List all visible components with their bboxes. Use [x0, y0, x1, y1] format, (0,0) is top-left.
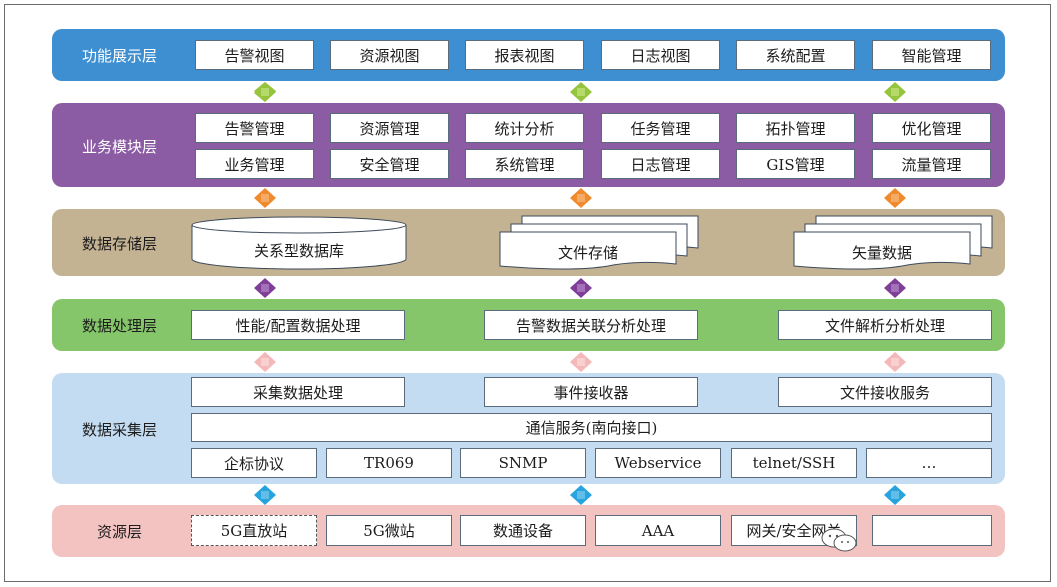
arrow-collection-resource-2 [570, 485, 592, 505]
storage-database-label: 关系型数据库 [253, 242, 344, 260]
display-item-alarm-view: 告警视图 [195, 40, 314, 70]
resource-item-gateway: 网关/安全网关 [731, 515, 857, 546]
arrow-storage-processing-1 [254, 278, 276, 298]
arrow-processing-collection-1 [254, 352, 276, 372]
resource-item-5g-repeater: 5G直放站 [191, 515, 317, 546]
protocol-telnet-ssh: telnet/SSH [731, 448, 857, 478]
resource-item-blank [872, 515, 992, 546]
layer-storage-label: 数据存储层 [81, 235, 157, 253]
arrow-collection-resource-3 [884, 485, 906, 505]
protocol-more: … [866, 448, 992, 478]
display-item-report-view: 报表视图 [465, 40, 584, 70]
business-item-optimization-mgmt: 优化管理 [872, 113, 991, 143]
protocol-enterprise: 企标协议 [191, 448, 317, 478]
arrow-business-storage-3 [884, 188, 906, 208]
layer-resource-label: 资源层 [96, 523, 142, 541]
arrow-business-storage-1 [254, 188, 276, 208]
processing-item-file-parsing: 文件解析分析处理 [778, 310, 992, 340]
layer-collection-label: 数据采集层 [81, 421, 157, 439]
resource-item-aaa: AAA [595, 515, 721, 546]
business-item-security-mgmt: 安全管理 [330, 149, 449, 179]
collection-item-data-processing: 采集数据处理 [191, 377, 405, 407]
arrow-display-business-3 [884, 82, 906, 102]
business-item-statistics: 统计分析 [465, 113, 584, 143]
display-item-log-view: 日志视图 [601, 40, 720, 70]
business-item-resource-mgmt: 资源管理 [330, 113, 449, 143]
business-item-traffic-mgmt: 流量管理 [872, 149, 991, 179]
chat-bubble-watermark-icon [821, 528, 857, 552]
database-cylinder-icon [191, 216, 407, 270]
protocol-tr069: TR069 [326, 448, 452, 478]
protocol-snmp: SNMP [460, 448, 586, 478]
diagram-frame [4, 4, 1051, 582]
processing-item-alarm-correlation: 告警数据关联分析处理 [484, 310, 698, 340]
display-item-resource-view: 资源视图 [330, 40, 449, 70]
collection-item-event-receiver: 事件接收器 [484, 377, 698, 407]
resource-item-5g-micro: 5G微站 [326, 515, 452, 546]
display-item-system-config: 系统配置 [736, 40, 855, 70]
layer-display-label: 功能展示层 [81, 47, 157, 65]
arrow-storage-processing-2 [570, 278, 592, 298]
layer-business-label: 业务模块层 [81, 138, 157, 156]
business-item-task-mgmt: 任务管理 [601, 113, 720, 143]
file-storage-icon [499, 215, 699, 270]
arrow-display-business-1 [254, 82, 276, 102]
arrow-processing-collection-2 [570, 352, 592, 372]
business-item-topology-mgmt: 拓扑管理 [736, 113, 855, 143]
business-item-log-mgmt: 日志管理 [601, 149, 720, 179]
protocol-webservice: Webservice [595, 448, 721, 478]
arrow-storage-processing-3 [884, 278, 906, 298]
collection-item-file-receiver: 文件接收服务 [778, 377, 992, 407]
storage-files-label: 文件存储 [557, 244, 618, 262]
vector-data-icon [793, 215, 993, 270]
resource-item-datacom: 数通设备 [460, 515, 586, 546]
business-item-gis-mgmt: GIS管理 [736, 149, 855, 179]
arrow-business-storage-2 [570, 188, 592, 208]
layer-processing-label: 数据处理层 [81, 317, 157, 335]
business-item-alarm-mgmt: 告警管理 [195, 113, 314, 143]
processing-item-perf-config: 性能/配置数据处理 [191, 310, 405, 340]
business-item-service-mgmt: 业务管理 [195, 149, 314, 179]
arrow-collection-resource-1 [254, 485, 276, 505]
storage-vector-label: 矢量数据 [851, 244, 912, 262]
display-item-intelligent-mgmt: 智能管理 [872, 40, 991, 70]
collection-comm-service: 通信服务(南向接口) [191, 413, 992, 442]
arrow-processing-collection-3 [884, 352, 906, 372]
arrow-display-business-2 [570, 82, 592, 102]
business-item-system-mgmt: 系统管理 [465, 149, 584, 179]
